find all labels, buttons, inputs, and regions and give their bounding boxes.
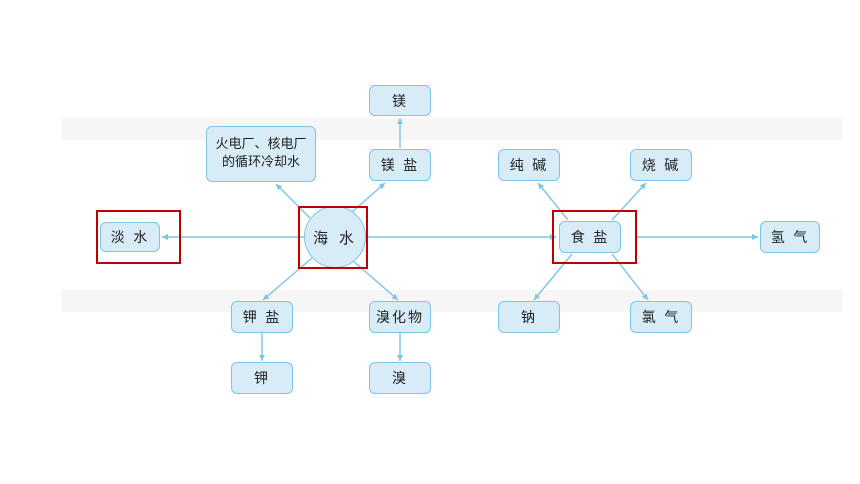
node-bromide: 溴化物 — [369, 301, 431, 333]
node-freshwater: 淡 水 — [100, 222, 160, 252]
node-cooling-water-line2: 的循环冷却水 — [221, 155, 300, 170]
node-chlorine-label: 氯 气 — [641, 310, 681, 326]
node-seawater: 海 水 — [304, 206, 366, 268]
highlight-box-table-salt — [552, 210, 637, 264]
node-potassium-salt-label: 钾 盐 — [242, 310, 282, 326]
node-soda-ash: 纯 碱 — [498, 149, 560, 181]
highlight-box-freshwater — [96, 210, 181, 264]
edge-table-salt-chlorine — [611, 253, 649, 301]
node-seawater-label: 海 水 — [313, 228, 357, 247]
node-table-salt-label: 食 盐 — [570, 230, 610, 246]
node-bromine: 溴 — [369, 362, 431, 394]
node-magnesium-salt: 镁 盐 — [369, 149, 431, 181]
node-magnesium-label: 镁 — [392, 93, 408, 110]
edge-seawater-potassium-salt — [262, 257, 313, 301]
node-bromine-label: 溴 — [392, 371, 408, 387]
edge-table-salt-sodium — [533, 253, 573, 301]
node-table-salt: 食 盐 — [559, 221, 621, 253]
node-magnesium-salt-label: 镁 盐 — [380, 158, 420, 174]
edge-table-salt-caustic-soda — [611, 182, 647, 221]
node-sodium: 钠 — [498, 301, 560, 333]
node-soda-ash-label: 纯 碱 — [509, 158, 549, 174]
highlight-box-seawater — [298, 206, 368, 269]
node-bromide-label: 溴化物 — [376, 310, 424, 326]
node-potassium-salt: 钾 盐 — [231, 301, 293, 333]
node-potassium: 钾 — [231, 362, 293, 394]
node-sodium-label: 钠 — [521, 310, 537, 326]
node-hydrogen: 氢 气 — [760, 221, 820, 253]
node-magnesium: 镁 — [369, 85, 431, 116]
edge-table-salt-soda-ash — [537, 182, 569, 221]
node-freshwater-label: 淡 水 — [110, 230, 150, 246]
edge-seawater-bromide — [351, 259, 399, 301]
node-chlorine: 氯 气 — [630, 301, 692, 333]
edge-seawater-cooling — [275, 183, 311, 219]
node-cooling-water: 火电厂、核电厂 的循环冷却水 — [206, 126, 316, 182]
node-cooling-water-line1: 火电厂、核电厂 — [215, 137, 307, 152]
node-hydrogen-label: 氢 气 — [770, 230, 810, 246]
node-caustic-soda: 烧 碱 — [630, 149, 692, 181]
node-caustic-soda-label: 烧 碱 — [641, 158, 681, 174]
node-potassium-label: 钾 — [254, 371, 270, 387]
